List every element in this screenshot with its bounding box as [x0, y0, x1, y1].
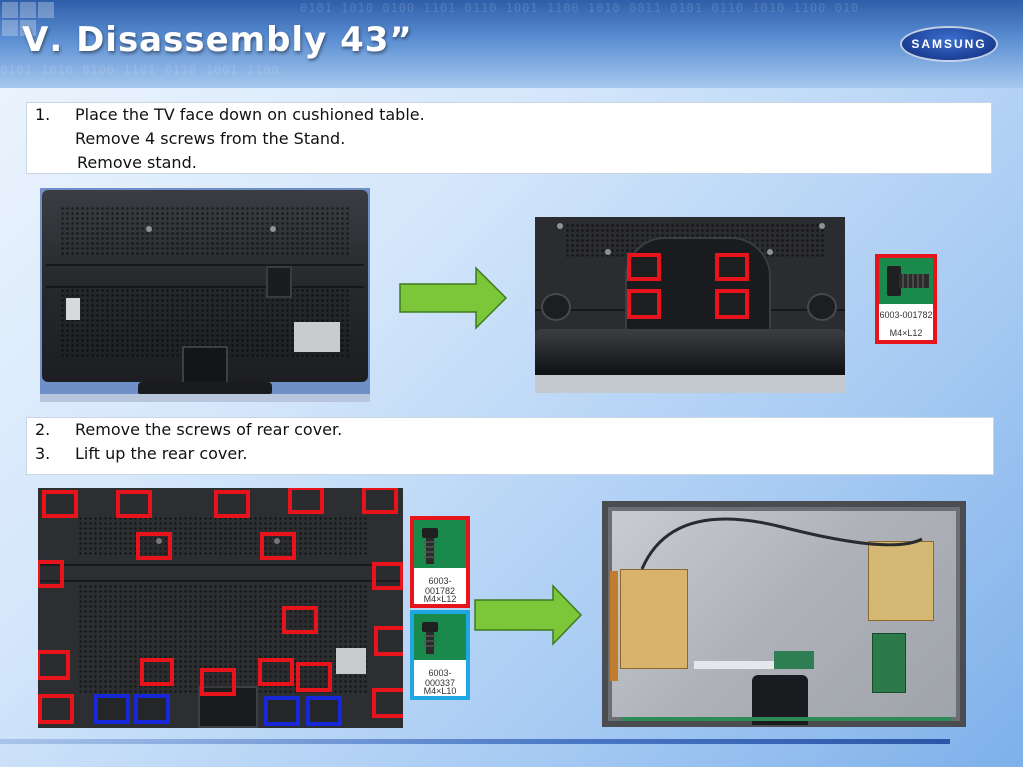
tv-back-with-stand-photo: [40, 188, 370, 402]
instruction-box-steps-2-3: 2. Remove the screws of rear cover. 3. L…: [26, 417, 994, 475]
step-number: 2.: [35, 420, 51, 439]
stand-screws-closeup-photo: [535, 217, 845, 393]
rear-cover-screw-marker: [258, 658, 294, 686]
decorative-binary-text: 0101 1010 0100 1101 0110 1001 1100 1010 …: [300, 1, 860, 15]
rear-cover-screw-marker: [42, 490, 78, 518]
rear-cover-screws-photo: [38, 488, 403, 728]
screw-icon: [414, 520, 466, 568]
rear-cover-short-screw-marker: [94, 694, 130, 724]
rear-cover-screw-marker: [260, 532, 296, 560]
rear-cover-screw-marker: [140, 658, 174, 686]
step-text: Remove stand.: [77, 153, 197, 172]
step-text: Lift up the rear cover.: [75, 444, 248, 463]
stand-screw-marker: [627, 289, 661, 319]
rear-cover-screw-marker: [200, 668, 236, 696]
step-text: Place the TV face down on cushioned tabl…: [75, 105, 425, 124]
logo-text: SAMSUNG: [911, 37, 987, 51]
rear-cover-screw-marker: [372, 688, 403, 718]
rear-cover-screw-marker: [136, 532, 172, 560]
rear-cover-screw-marker: [296, 662, 332, 692]
rear-cover-screw-marker: [38, 560, 64, 588]
screw-part-code: 6003-000337: [424, 668, 456, 688]
stand-screw-marker: [715, 289, 749, 319]
screw-size: M4×L10: [423, 686, 457, 696]
arrow-right-icon: [399, 266, 508, 330]
rear-cover-screw-marker: [214, 490, 250, 518]
screw-part-code: 6003-001782: [424, 576, 456, 596]
header-banner: 0101 1010 0100 1101 0110 1001 1100 1010 …: [0, 0, 1023, 88]
rear-cover-screw-marker: [374, 626, 403, 656]
tv-interior-photo: [602, 501, 966, 727]
screw-part-code: 6003-001782: [879, 310, 933, 320]
rear-cover-screw-marker: [116, 490, 152, 518]
rear-cover-screw-marker: [38, 694, 74, 724]
screw-card-stand: 6003-001782 M4×L12: [875, 254, 937, 344]
step-number: 3.: [35, 444, 51, 463]
screw-icon: [879, 258, 933, 304]
rear-cover-screw-marker: [38, 650, 70, 680]
rear-cover-screw-marker: [362, 488, 398, 514]
stand-screw-marker: [715, 253, 749, 281]
rear-cover-short-screw-marker: [264, 696, 300, 726]
rear-cover-screw-marker: [282, 606, 318, 634]
step-text: Remove the screws of rear cover.: [75, 420, 343, 439]
decorative-squares: [0, 0, 70, 40]
screw-size: M4×L12: [423, 594, 457, 604]
page-title: Ⅴ. Disassembly 43”: [22, 20, 413, 60]
screw-size: M4×L12: [889, 328, 923, 338]
rear-cover-screw-marker: [288, 488, 324, 514]
rear-cover-short-screw-marker: [134, 694, 170, 724]
instruction-box-step-1: 1. Place the TV face down on cushioned t…: [26, 102, 992, 174]
footer-divider: [0, 739, 950, 744]
screw-card-rear-cover-short: 6003-000337 M4×L10: [410, 610, 470, 700]
rear-cover-short-screw-marker: [306, 696, 342, 726]
screw-icon: [414, 614, 466, 660]
step-number: 1.: [35, 105, 51, 124]
decorative-binary-text-lower: 0101 1010 0100 1101 0110 1001 1100 1010 …: [0, 63, 280, 77]
screw-card-rear-cover-long: 6003-001782 M4×L12: [410, 516, 470, 608]
step-text: Remove 4 screws from the Stand.: [75, 129, 346, 148]
stand-screw-marker: [627, 253, 661, 281]
arrow-right-icon: [474, 584, 583, 646]
samsung-logo: SAMSUNG: [900, 26, 998, 62]
rear-cover-screw-marker: [372, 562, 403, 590]
